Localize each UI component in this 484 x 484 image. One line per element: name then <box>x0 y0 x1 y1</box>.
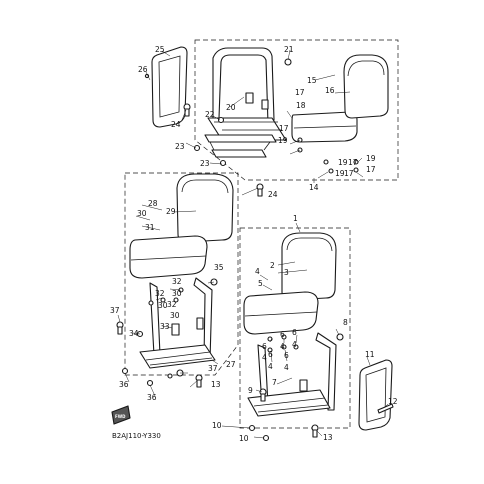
top-seat-rails <box>204 134 277 158</box>
callout-6a: 6 <box>262 342 267 351</box>
callout-17c: 17 <box>348 158 358 167</box>
screw-12 <box>377 403 394 414</box>
callout-12: 12 <box>388 397 398 406</box>
callout-37a: 37 <box>110 306 120 315</box>
washer-36b <box>146 379 154 387</box>
callout-24a: 24 <box>171 120 181 129</box>
callout-21: 21 <box>284 45 294 54</box>
callout-19c: 19 <box>366 154 376 163</box>
callout-8: 8 <box>343 318 348 327</box>
callout-19b: 19 <box>338 158 348 167</box>
right-seat-cushion <box>243 291 319 335</box>
callout-4b: 4 <box>262 353 267 362</box>
top-seat-frame <box>207 47 287 141</box>
callout-34: 34 <box>129 329 139 338</box>
callout-3: 3 <box>284 268 289 277</box>
callout-23b: 23 <box>200 159 210 168</box>
callout-30c: 30 <box>158 301 168 310</box>
callout-14: 14 <box>309 183 319 192</box>
right-seat-frame <box>247 332 337 417</box>
washer-23a <box>193 144 201 152</box>
callout-32a: 32 <box>172 277 182 286</box>
callout-4a: 4 <box>255 267 260 276</box>
callout-36b: 36 <box>147 393 157 402</box>
callout-31: 31 <box>145 223 155 232</box>
callout-4c: 4 <box>280 342 285 351</box>
washer-36a <box>121 367 129 375</box>
callout-30a: 30 <box>137 209 147 218</box>
callout-32c: 32 <box>167 300 177 309</box>
callout-2: 2 <box>270 261 275 270</box>
callout-4d: 4 <box>292 340 297 349</box>
left-seat-cushion <box>129 235 208 279</box>
callout-19d: 19 <box>335 169 345 178</box>
callout-37b: 37 <box>208 364 218 373</box>
callout-5: 5 <box>258 279 263 288</box>
callout-22: 22 <box>205 110 215 119</box>
callout-35: 35 <box>214 263 224 272</box>
callout-1: 1 <box>293 214 298 223</box>
leader-lines <box>117 49 389 439</box>
bolt-8 <box>336 333 344 341</box>
callout-32b: 32 <box>155 289 165 298</box>
callout-6c: 6 <box>292 328 297 337</box>
callout-17a: 17 <box>295 88 305 97</box>
callout-10a: 10 <box>212 421 222 430</box>
callout-28: 28 <box>148 199 158 208</box>
callout-33: 33 <box>160 322 170 331</box>
fwd-badge: FWD <box>111 405 131 425</box>
diagram-code: B2AJ110-Y330 <box>112 432 161 440</box>
callout-27: 27 <box>226 360 236 369</box>
callout-20: 20 <box>226 103 236 112</box>
callout-17d: 17 <box>366 165 376 174</box>
callout-30b: 30 <box>172 289 182 298</box>
callout-13-right: 13 <box>323 433 333 442</box>
right-hinge-panel <box>358 359 393 431</box>
callout-4f: 4 <box>284 363 289 372</box>
right-seat-back <box>281 232 337 301</box>
top-seat-back <box>343 54 389 119</box>
washer-10a <box>248 424 256 432</box>
callout-15: 15 <box>307 76 317 85</box>
right-assembly-frame <box>239 227 351 429</box>
callout-6d: 6 <box>268 350 273 359</box>
top-hinge-panel <box>151 46 188 128</box>
callout-4e: 4 <box>268 362 273 371</box>
callout-7: 7 <box>272 378 277 387</box>
callout-6b: 6 <box>280 330 285 339</box>
callout-10b: 10 <box>239 434 249 443</box>
callout-26: 26 <box>138 65 148 74</box>
callout-17b: 17 <box>279 124 289 133</box>
washer-23b <box>219 159 227 167</box>
nut-22 <box>217 116 225 124</box>
callout-labels: 1 2 3 4 5 6 4 6 4 6 4 6 4 6 4 7 8 9 10 1… <box>110 45 398 443</box>
callout-19a: 19 <box>278 136 288 145</box>
callout-18: 18 <box>296 101 306 110</box>
fwd-badge-text: FWD <box>115 414 126 419</box>
callout-24b: 24 <box>268 190 278 199</box>
callout-23a: 23 <box>175 142 185 151</box>
callout-30d: 30 <box>170 311 180 320</box>
callout-16: 16 <box>325 86 335 95</box>
top-assembly-frame <box>194 39 399 181</box>
callout-13-left: 13 <box>211 380 221 389</box>
callout-36a: 36 <box>119 380 129 389</box>
callout-9: 9 <box>248 386 253 395</box>
callout-25: 25 <box>155 45 165 54</box>
callout-17e: 17 <box>344 169 354 178</box>
callout-29: 29 <box>166 207 176 216</box>
left-seat-frame <box>139 277 216 369</box>
washer-10b <box>262 434 270 442</box>
callout-11: 11 <box>365 350 375 359</box>
callout-6e: 6 <box>284 351 289 360</box>
